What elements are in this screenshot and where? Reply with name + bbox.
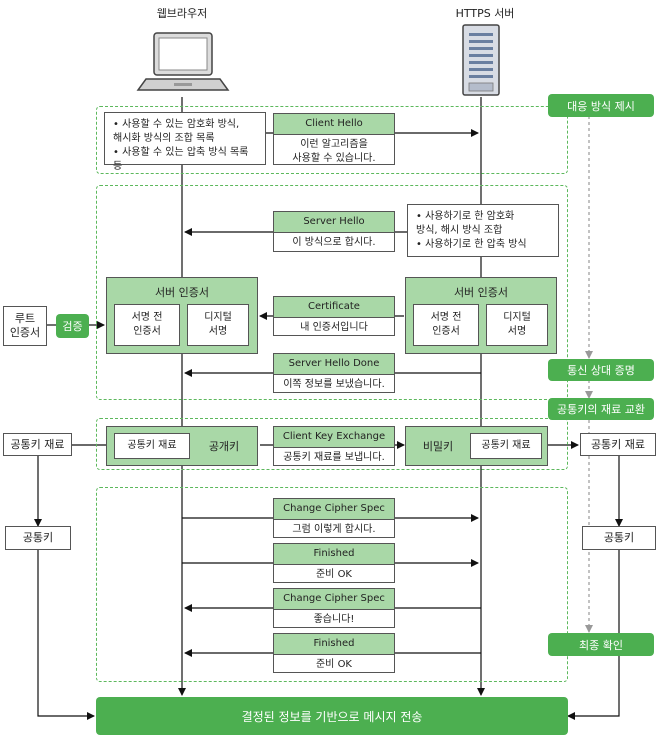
message-title: Finished [274,544,394,565]
final-message-bar: 결정된 정보를 기반으로 메시지 전송 [96,697,568,735]
left-common-key: 공통키 [5,526,71,550]
message-body: 이쪽 정보를 보냈습니다. [283,379,385,390]
phase-zone-4 [96,487,568,682]
server-hello-note: • 사용하기로 한 암호화 방식, 해시 방식 조합 • 사용하기로 한 압축 … [407,204,559,257]
message-change-cipher-spec-server: Change Cipher Spec 좋습니다! [273,588,395,628]
client-hello-note: • 사용할 수 있는 암호화 방식, 해시화 방식의 조합 목록 • 사용할 수… [104,112,266,172]
message-finished-client: Finished 준비 OK [273,543,395,583]
message-title: Server Hello Done [274,354,394,375]
message-body: 내 인증서입니다 [300,322,368,333]
phase-label-1: 대응 방식 제시 [548,94,654,117]
message-body: 준비 OK [315,659,352,670]
message-body: 좋습니다! [313,614,355,625]
phase-label-3: 공통키의 재료 교환 [548,398,654,420]
message-client-key-exchange: Client Key Exchange 공통키 재료를 보냅니다. [273,426,395,466]
public-key-label: 공개키 [208,440,240,453]
unsigned-certificate: 서명 전 인증서 [413,304,479,346]
message-certificate: Certificate 내 인증서입니다 [273,296,395,336]
right-key-material: 공통키 재료 [580,433,656,456]
message-body: 이 방식으로 합시다. [292,237,376,248]
server-icon [462,24,500,96]
message-title: Certificate [274,297,394,318]
message-title: Change Cipher Spec [274,589,394,610]
message-body: 이런 알고리즘을 사용할 수 있습니다. [292,139,376,164]
server-key-group: 비밀키 공통키 재료 [405,426,548,466]
client-key-group: 공통키 재료 공개키 [106,426,258,466]
message-finished-server: Finished 준비 OK [273,633,395,673]
left-key-material: 공통키 재료 [3,433,72,456]
message-title: Client Hello [274,114,394,135]
browser-title: 웹브라우저 [156,7,208,20]
phase-zone-2 [96,185,568,400]
digital-signature: 디지털 서명 [187,304,249,346]
message-server-hello: Server Hello 이 방식으로 합시다. [273,211,395,252]
phase-label-4: 최종 확인 [548,633,654,656]
private-key-label: 비밀키 [422,440,454,453]
message-body: 그럼 이렇게 합시다. [292,524,376,535]
verify-label: 검증 [56,314,89,338]
message-title: Client Key Exchange [274,427,394,448]
server-server-certificate: 서버 인증서 서명 전 인증서 디지털 서명 [405,277,557,354]
message-body: 공통키 재료를 보냅니다. [283,452,385,463]
server-title: HTTPS 서버 [455,7,515,20]
phase-zone-1 [96,106,568,174]
laptop-icon [136,32,230,91]
message-title: Finished [274,634,394,655]
message-body: 준비 OK [315,569,352,580]
right-common-to-final [567,548,620,720]
left-common-to-final [37,548,95,720]
client-server-certificate: 서버 인증서 서명 전 인증서 디지털 서명 [106,277,258,354]
right-common-key: 공통키 [582,526,656,550]
root-certificate: 루트 인증서 [3,306,47,346]
certificate-title: 서버 인증서 [453,286,509,299]
message-server-hello-done: Server Hello Done 이쪽 정보를 보냈습니다. [273,353,395,393]
phase-label-2: 통신 상대 증명 [548,359,654,381]
phase-zone-3 [96,418,568,470]
message-client-hello: Client Hello 이런 알고리즘을 사용할 수 있습니다. [273,113,395,165]
digital-signature: 디지털 서명 [486,304,548,346]
certificate-title: 서버 인증서 [154,286,210,299]
server-key-material: 공통키 재료 [470,433,542,459]
client-key-material: 공통키 재료 [114,433,190,459]
message-change-cipher-spec-client: Change Cipher Spec 그럼 이렇게 합시다. [273,498,395,538]
message-title: Server Hello [274,212,394,233]
message-title: Change Cipher Spec [274,499,394,520]
unsigned-certificate: 서명 전 인증서 [114,304,180,346]
